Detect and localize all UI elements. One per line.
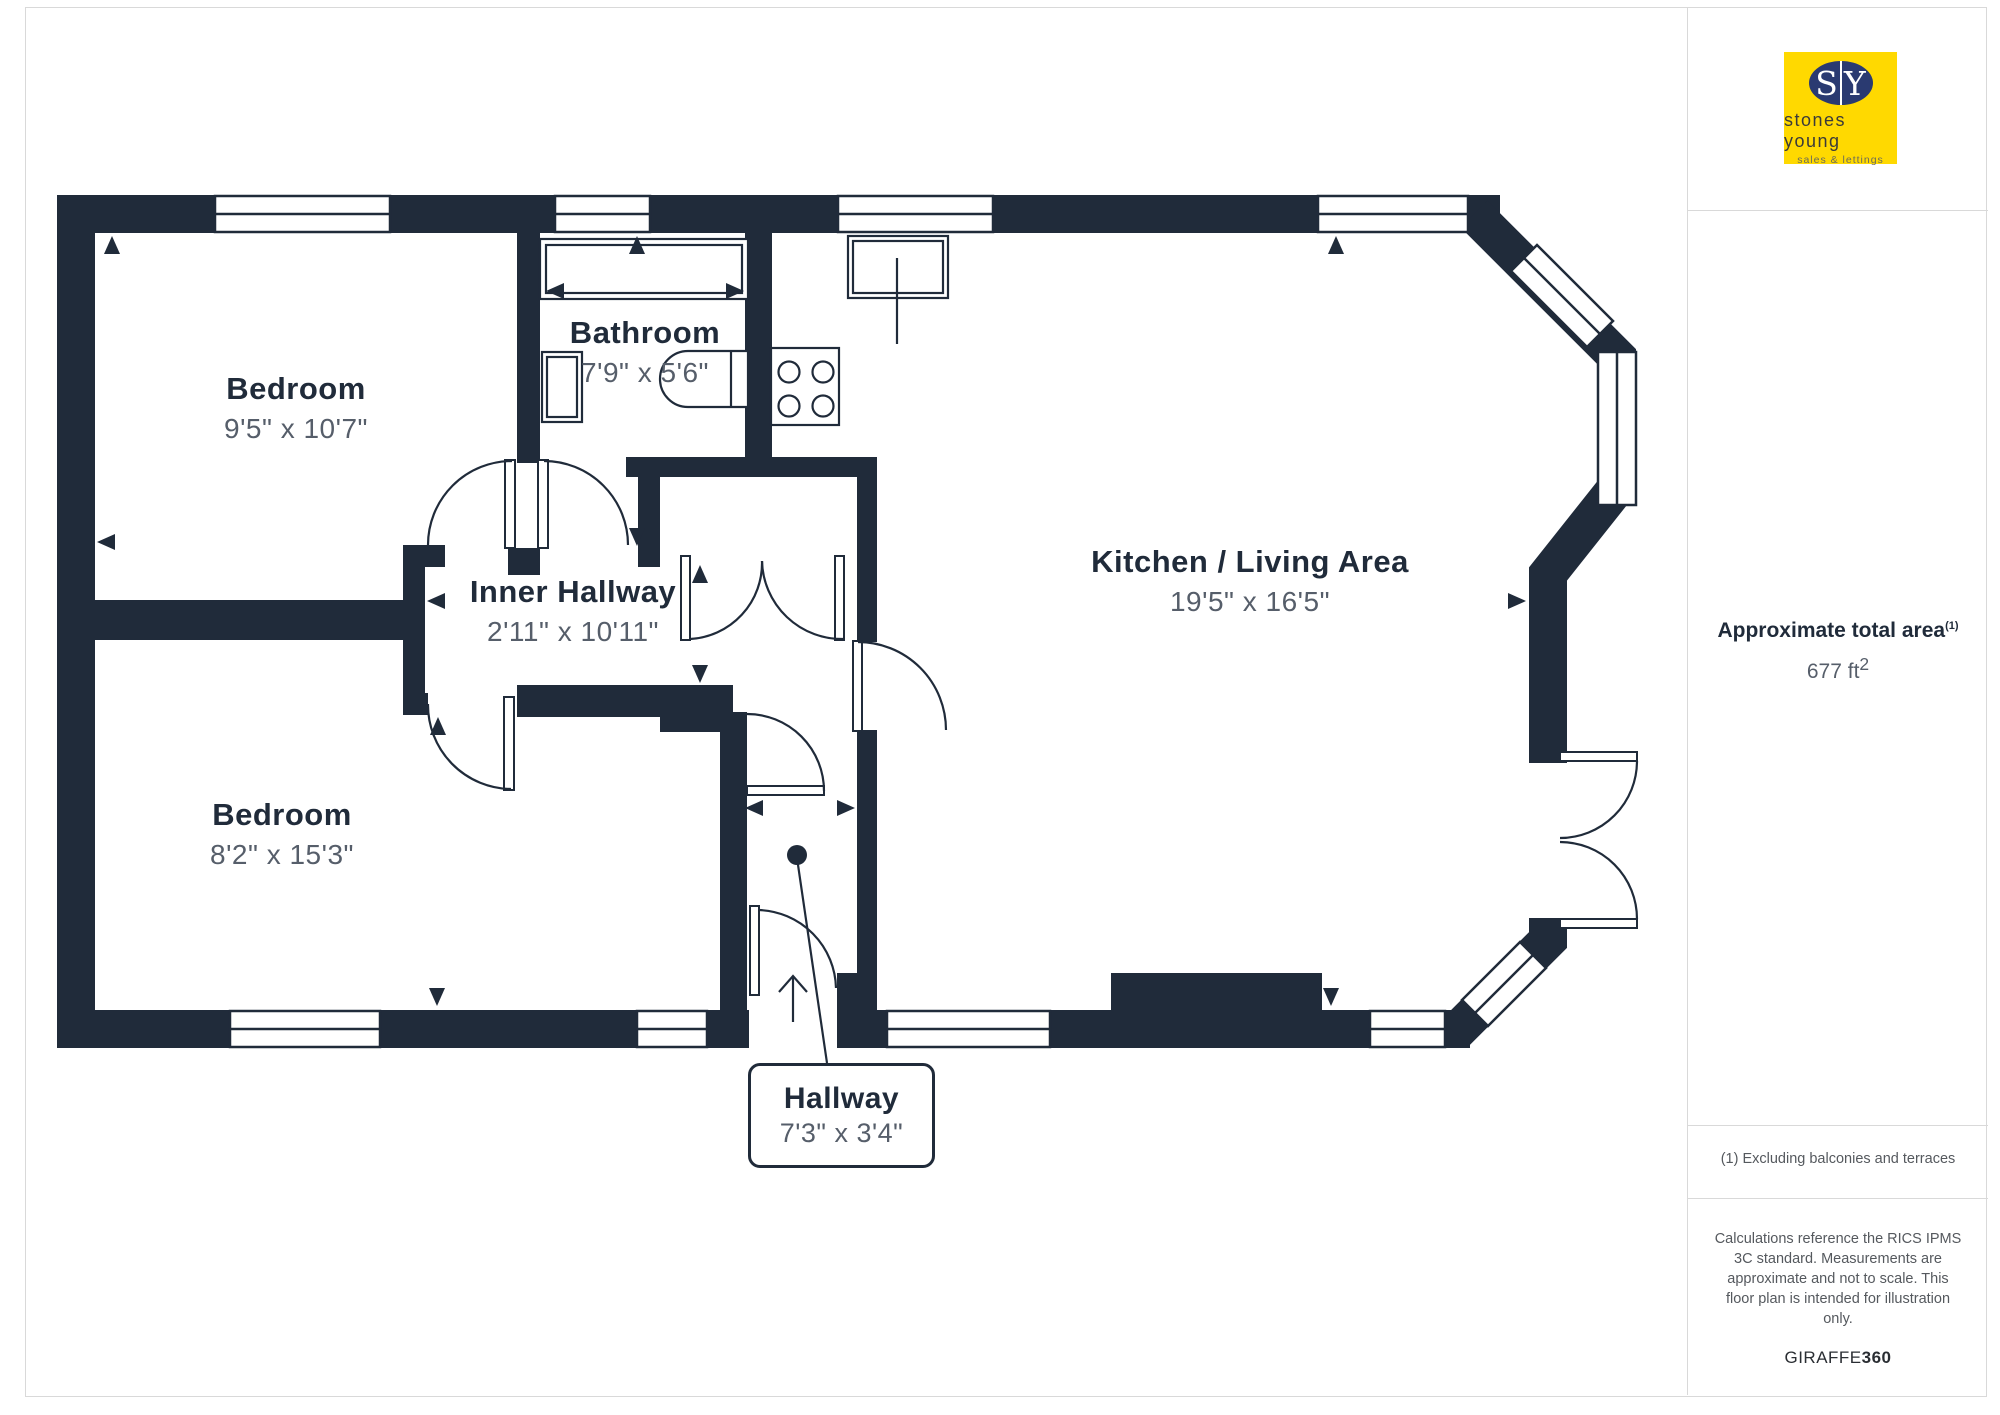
kitchen-fixtures [769,234,950,427]
door-arcs [426,459,1639,989]
room-dims: 7'9" x 5'6" [581,357,709,388]
logo-divider-bar [1839,61,1842,105]
room-dims: 19'5" x 16'5" [1169,586,1331,617]
logo-tagline: sales & lettings [1797,154,1884,166]
footnote-text: (1) Excluding balconies and terraces [1720,1151,1956,1167]
room-dims: 9'5" x 10'7" [224,413,368,444]
info-sidebar: S Y stones young sales & lettings Approx… [1687,7,1988,1395]
logo-letter-y: Y [1843,63,1866,103]
kitchen-counter-block [1111,973,1322,1010]
giraffe360-brand: GIRAFFE360 [1784,1348,1892,1367]
room-dims: 8'2" x 15'3" [210,839,354,870]
door-leaves [503,459,1638,996]
room-label-bedroom-2: Bedroom 8'2" x 15'3" [210,797,354,871]
footnote-ref: (1) [1945,620,1959,632]
leader-dot [787,845,807,865]
room-label-bathroom: Bathroom 7'9" x 5'6" [570,315,720,389]
hallway-callout: Hallway 7'3" x 3'4" [748,1063,935,1168]
disclaimer-text: Calculations reference the RICS IPMS 3C … [1714,1231,1962,1327]
room-name: Hallway [783,1082,900,1115]
logo-monogram: S Y [1808,61,1873,105]
squared-sup: 2 [1859,654,1870,674]
windows [213,194,1638,1049]
room-name: Bathroom [569,315,721,350]
room-dims: 2'11" x 10'11" [487,616,659,647]
bathtub [658,349,750,409]
room-name: Bedroom [212,797,352,832]
sidebar-divider [1688,1125,1988,1126]
room-label-bedroom-1: Bedroom 9'5" x 10'7" [224,371,368,445]
room-dims: 7'3" x 3'4" [779,1118,904,1148]
total-area-value: 677 ft2 [1806,654,1870,683]
room-label-kitchen-living: Kitchen / Living Area 19'5" x 16'5" [1091,544,1409,618]
room-name: Bedroom [226,371,366,406]
hallway-leader [787,845,829,1064]
entrance-arrow-icon [778,974,808,1022]
total-area-block: Approximate total area(1) 677 ft2 [1688,619,1988,684]
dimension-markers [97,236,1526,1006]
logo-name: stones young [1784,110,1847,151]
interior-walls [95,233,1322,1010]
sidebar-divider [1688,1198,1988,1199]
agency-logo: S Y stones young sales & lettings [1784,52,1897,166]
total-area-label: Approximate total area(1) [1717,619,1959,642]
room-name: Inner Hallway [469,574,677,609]
room-name: Kitchen / Living Area [1091,544,1409,579]
logo-letter-s: S [1815,63,1838,103]
room-label-inner-hallway: Inner Hallway 2'11" x 10'11" [470,574,676,648]
sidebar-divider [1688,210,1988,211]
